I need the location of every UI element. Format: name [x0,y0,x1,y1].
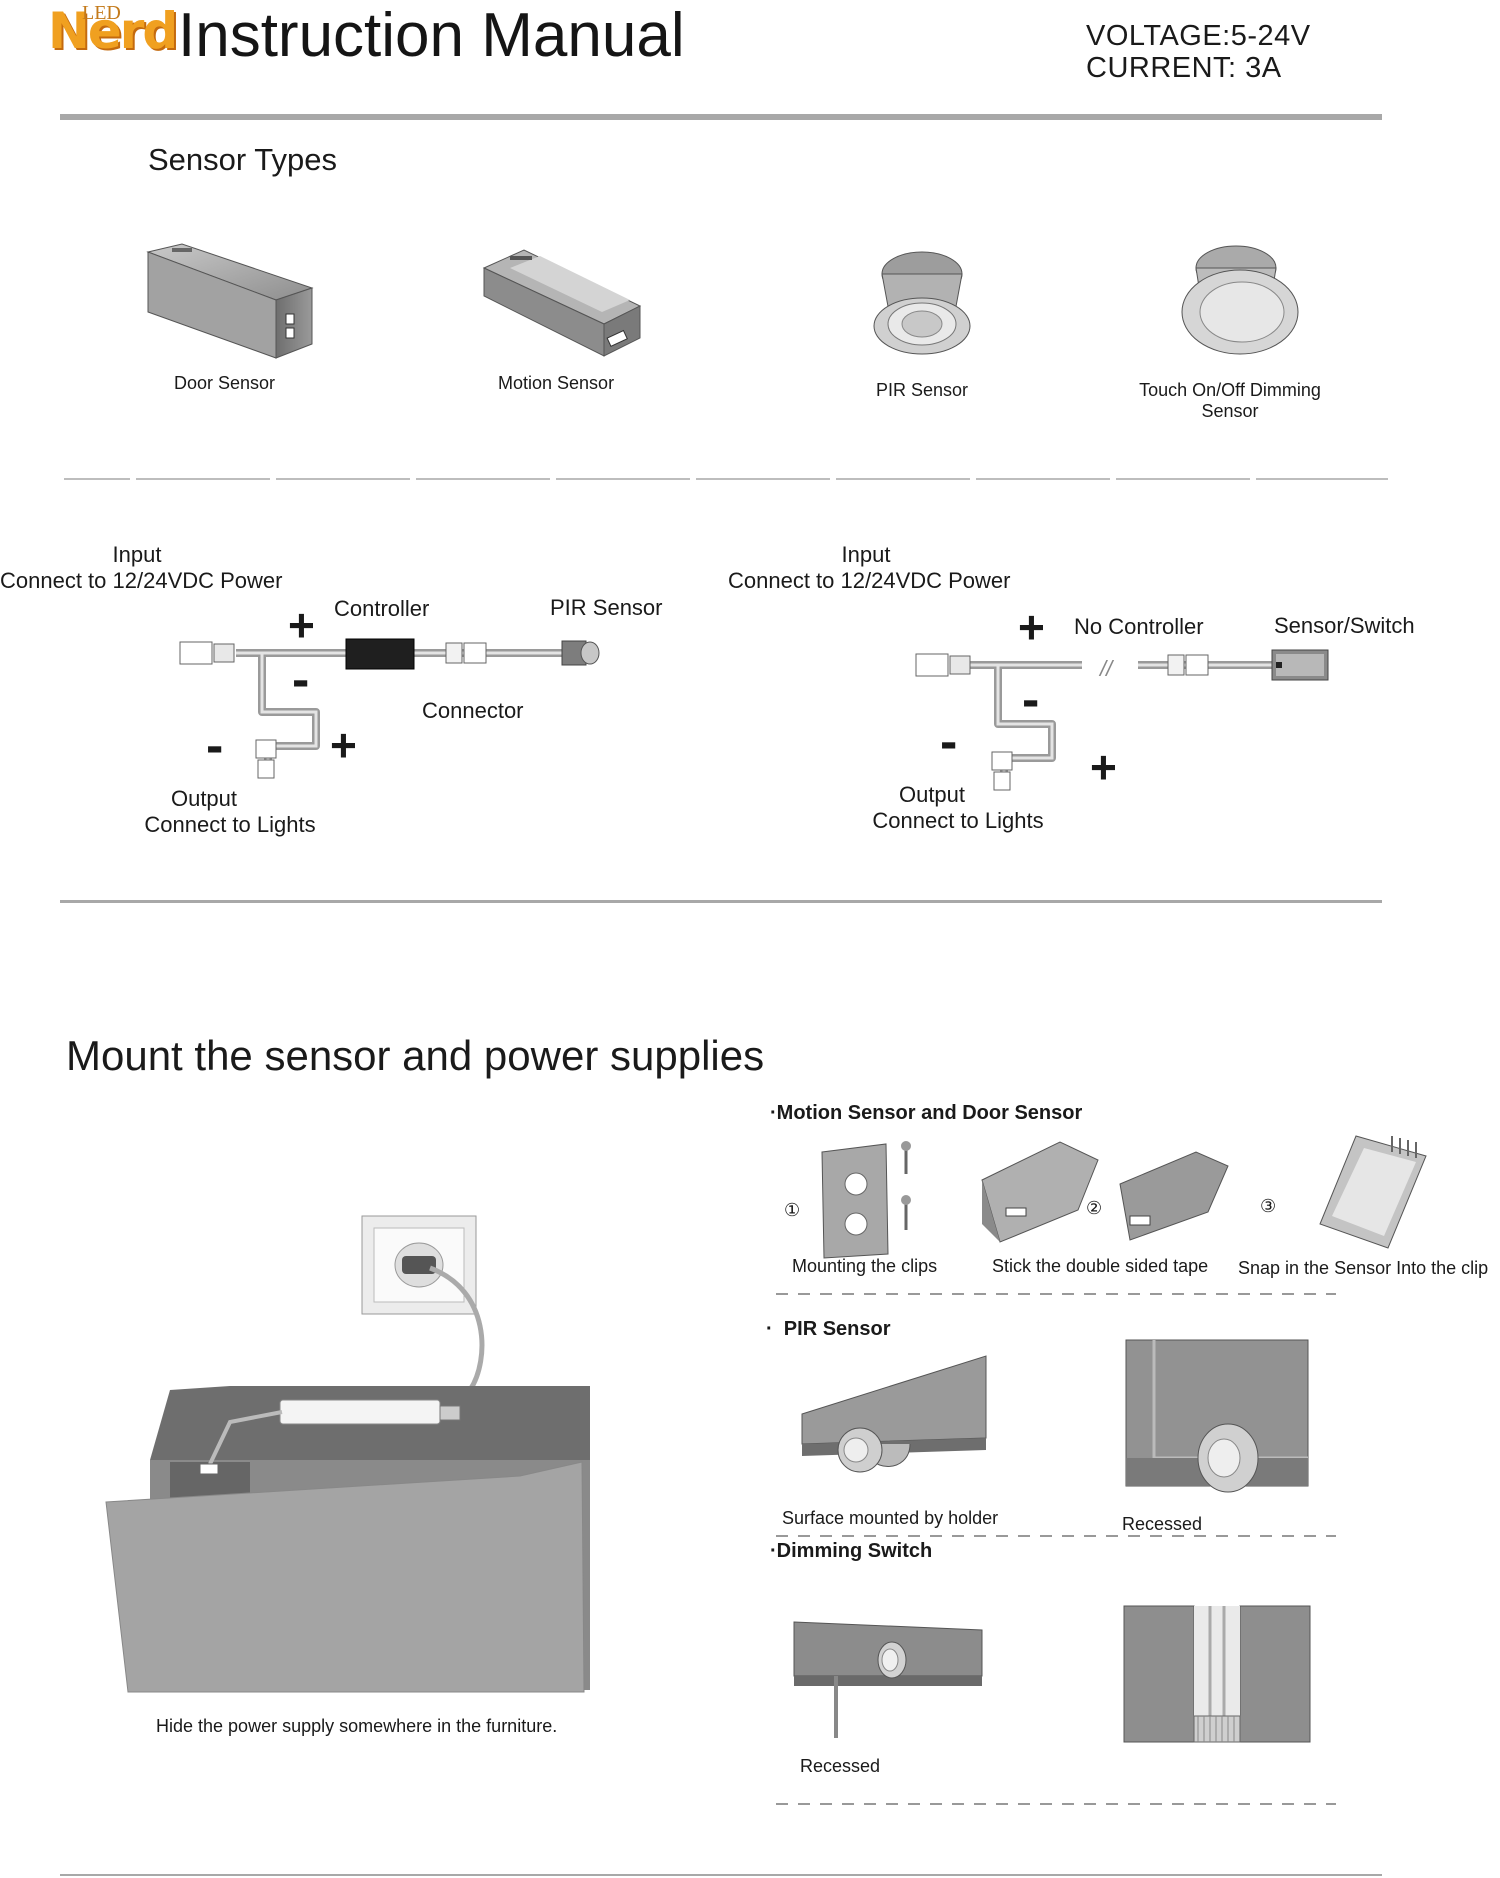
left-wiring-diagram [179,638,600,779]
touch-dimming-label-line1: Touch On/Off Dimming [1139,380,1321,400]
left-output-sub: Connect to Lights [144,812,316,837]
left-input-minus: - [292,651,310,709]
dimming-heading-text: Dimming Switch [776,1540,933,1562]
sensor-types-heading: Sensor Types [148,142,337,177]
step-2-number: ② [1086,1198,1103,1218]
left-output-plus: + [330,719,357,771]
wiring-divider [60,900,1382,903]
brand-logo: Nerd [48,2,178,60]
current-spec: CURRENT: 3A [1086,52,1282,84]
step-1-label: Mounting the clips [792,1256,938,1276]
connector-label: Connector [422,698,524,723]
dimming-heading: ·Dimming Switch [770,1540,932,1563]
no-controller-label: No Controller [1074,614,1204,639]
right-input-minus: - [1022,671,1040,729]
pir-surface-label: Surface mounted by holder [782,1508,999,1528]
right-output-plus: + [1090,741,1117,793]
door-sensor-image [146,243,314,359]
pir-dashed-divider [776,1535,1336,1537]
right-input-sub: Connect to 12/24VDC Power [728,568,1011,593]
left-input-title: Input [112,542,162,567]
motion-door-bullet: · [770,1102,777,1124]
right-output-title: Output [898,782,966,807]
right-input-title: Input [841,542,891,567]
touch-dimming-sensor-label: Touch On/Off Dimming Sensor [1110,380,1350,422]
motion-door-heading-text: Motion Sensor and Door Sensor [776,1102,1083,1124]
furniture-power-supply-image [105,1215,590,1693]
controller-label: Controller [334,596,430,621]
pir-mount-bullet: · [766,1318,773,1340]
voltage-spec: VOLTAGE:5-24V [1086,20,1311,52]
motion-sensor-image [482,249,642,357]
step-1-number: ① [784,1200,801,1220]
pir-recessed-label: Recessed [1122,1514,1203,1534]
pir-mount-heading-text: PIR Sensor [783,1318,891,1340]
left-input-sub: Connect to 12/24VDC Power [0,568,283,593]
mounting-clip-image [821,1141,911,1259]
left-output-minus: - [206,717,224,775]
left-input-plus: + [288,599,315,651]
header-divider [60,114,1382,120]
touch-dimming-sensor-image [1181,245,1299,355]
sensor-switch-label: Sensor/Switch [1274,613,1415,638]
left-output-label: Output Connect to Lights [130,786,330,838]
dimming-recessed-side-image [1123,1605,1311,1743]
pir-sensor-label: PIR Sensor [876,380,969,400]
pir-mount-heading: · PIR Sensor [766,1318,891,1341]
dimming-dashed-divider [776,1803,1336,1805]
right-output-label: Output Connect to Lights [858,782,1058,834]
dimming-recessed-label: Recessed [800,1756,881,1776]
right-input-label: Input Connect to 12/24VDC Power [728,542,1011,594]
wire-break-mark: // [1100,656,1113,681]
motion-sensor-label: Motion Sensor [498,373,615,393]
motion-door-heading: ·Motion Sensor and Door Sensor [770,1102,1082,1125]
step-3-label: Snap in the Sensor Into the clip [1238,1258,1489,1278]
pir-surface-mount-image [801,1355,987,1473]
footer-divider [60,1874,1382,1876]
left-input-label: Input Connect to 12/24VDC Power [0,542,283,594]
left-pir-sensor-label: PIR Sensor [550,595,663,620]
pir-recessed-image [1125,1339,1309,1493]
furniture-caption: Hide the power supply somewhere in the f… [156,1716,558,1736]
right-input-plus: + [1018,601,1045,653]
left-output-title: Output [170,786,238,811]
dimming-recessed-image [793,1621,983,1738]
segmented-divider [64,478,1388,480]
dimming-bullet: · [770,1540,777,1562]
step-2-label: Stick the double sided tape [992,1256,1209,1276]
pir-sensor-image [873,251,971,355]
snap-in-sensor-image [1319,1135,1427,1249]
motion-door-dashed-divider [776,1293,1336,1295]
mount-heading: Mount the sensor and power supplies [66,1032,765,1079]
page-title: Instruction Manual [178,1,685,70]
double-sided-tape-image [981,1141,1229,1243]
right-wiring-diagram [915,649,1329,791]
right-output-minus: - [940,713,958,771]
touch-dimming-label-line2: Sensor [1201,401,1259,421]
right-output-sub: Connect to Lights [872,808,1044,833]
door-sensor-label: Door Sensor [174,373,276,393]
brand-logo-small: LED [82,2,121,24]
step-3-number: ③ [1260,1196,1277,1216]
